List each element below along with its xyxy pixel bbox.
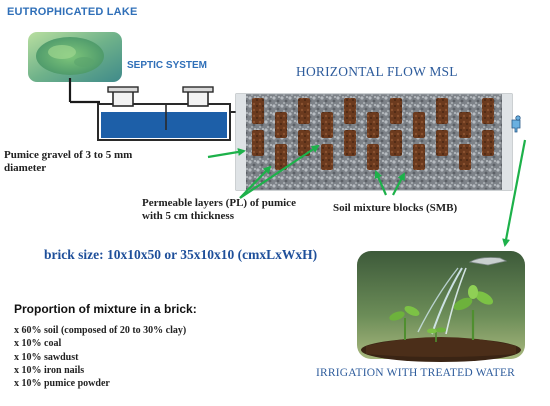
annotation-arrows bbox=[207, 139, 527, 247]
lake-image bbox=[28, 32, 122, 82]
permeable-line1: Permeable layers (PL) of pumice bbox=[142, 197, 296, 209]
pumice-gravel-line1: Pumice gravel of 3 to 5 mm bbox=[4, 149, 133, 161]
mixture-item: x 60% soil (composed of 20 to 30% clay) bbox=[14, 325, 187, 336]
mixture-item: x 10% sawdust bbox=[14, 351, 79, 363]
mixture-item: x 10% pumice powder bbox=[14, 378, 110, 390]
soil-block bbox=[344, 130, 356, 156]
brick-size-text: brick size: 10x10x50 or 35x10x10 (cmxLxW… bbox=[44, 247, 318, 262]
mixture-item: x 10% coal bbox=[14, 338, 62, 350]
msl-body bbox=[235, 93, 513, 191]
mixture-item: x 10% iron nails bbox=[14, 364, 85, 376]
permeable-layers-label: Permeable layers (PL) of pumice with 5 c… bbox=[142, 197, 296, 223]
irrigation-title: IRRIGATION WITH TREATED WATER bbox=[316, 367, 516, 379]
soil-block bbox=[482, 130, 494, 156]
soil-mixture-blocks bbox=[252, 98, 494, 170]
arrow-smb-1 bbox=[374, 170, 388, 196]
permeable-line2: with 5 cm thickness bbox=[142, 210, 234, 222]
soil-block bbox=[390, 130, 402, 156]
proportion-title: Proportion of mixture in a brick: bbox=[14, 302, 197, 316]
irrigation-image bbox=[357, 251, 525, 362]
arrow-irrigation bbox=[502, 139, 527, 247]
soil-block bbox=[413, 144, 425, 170]
mixture-list: x 60% soil (composed of 20 to 30% clay) … bbox=[14, 324, 186, 390]
soil-block bbox=[390, 98, 402, 124]
soil-block bbox=[252, 130, 264, 156]
outlet-tap-icon bbox=[511, 115, 521, 133]
soil-block bbox=[321, 144, 333, 170]
soil-block bbox=[436, 130, 448, 156]
smb-label: Soil mixture blocks (SMB) bbox=[333, 202, 458, 214]
soil-block bbox=[252, 98, 264, 124]
soil-block bbox=[413, 112, 425, 138]
soil-block bbox=[298, 98, 310, 124]
lake-title: EUTROPHICATED LAKE bbox=[7, 6, 138, 18]
septic-tank bbox=[97, 86, 238, 141]
soil-block bbox=[367, 112, 379, 138]
soil-block bbox=[367, 144, 379, 170]
soil-block bbox=[344, 98, 356, 124]
lake-pipe bbox=[68, 78, 100, 104]
soil-block bbox=[275, 144, 287, 170]
soil-block bbox=[459, 112, 471, 138]
msl-title: HORIZONTAL FLOW MSL bbox=[296, 64, 458, 79]
soil-block bbox=[321, 112, 333, 138]
septic-title: SEPTIC SYSTEM bbox=[127, 60, 208, 71]
soil-block bbox=[436, 98, 448, 124]
soil-block bbox=[482, 98, 494, 124]
soil-block bbox=[459, 144, 471, 170]
soil-block bbox=[298, 130, 310, 156]
soil-block bbox=[275, 112, 287, 138]
arrow-pl-2 bbox=[239, 144, 320, 199]
arrow-smb-2 bbox=[392, 172, 405, 196]
pumice-gravel-label: Pumice gravel of 3 to 5 mm diameter bbox=[4, 149, 132, 175]
pumice-gravel-line2: diameter bbox=[4, 162, 47, 174]
arrow-gravel bbox=[207, 148, 246, 159]
arrow-pl-1 bbox=[239, 165, 272, 199]
